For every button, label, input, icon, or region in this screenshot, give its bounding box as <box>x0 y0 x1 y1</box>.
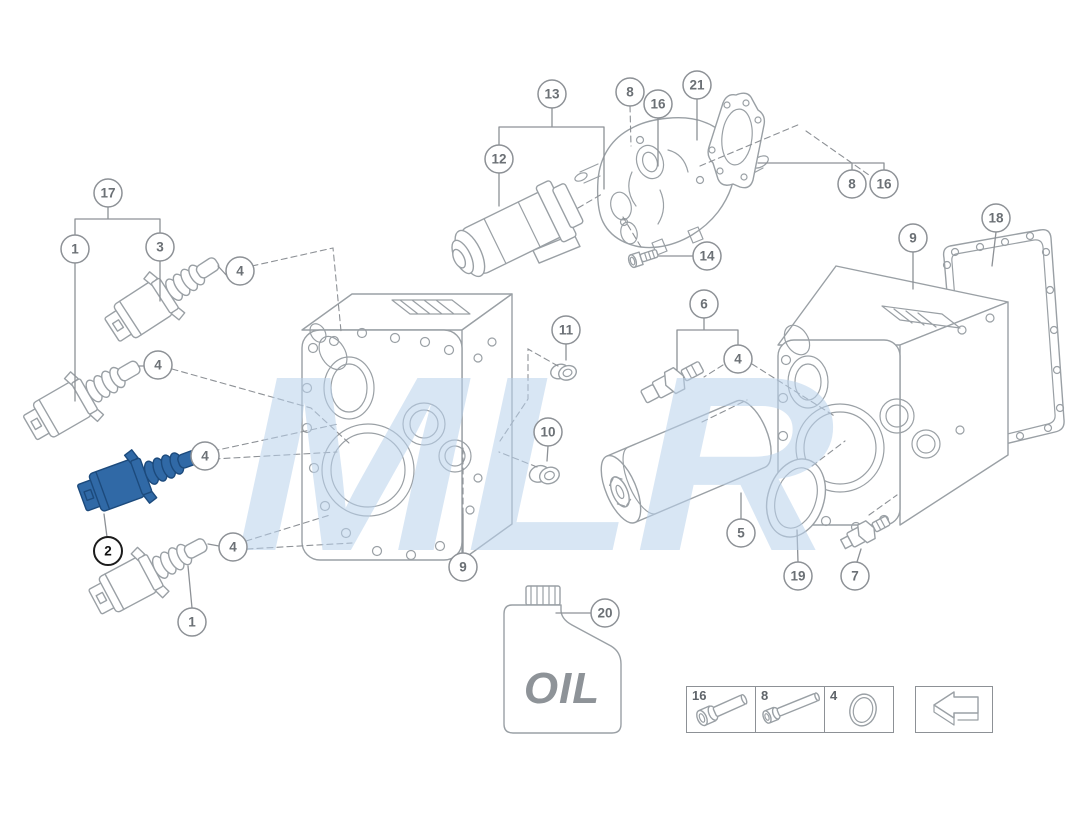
callout-2[interactable]: 2 <box>93 536 123 566</box>
legend-cell-4: 4 <box>825 687 893 732</box>
callout-14[interactable]: 14 <box>692 241 722 271</box>
part-motor-12[interactable] <box>441 175 593 299</box>
callout-label: 1 <box>71 242 79 257</box>
callout-3[interactable]: 3 <box>145 232 175 262</box>
callout-label: 16 <box>650 97 666 112</box>
fastener-legend: 16 8 4 <box>686 686 894 733</box>
callout-label: 4 <box>229 540 237 555</box>
legend-cell-arrow <box>916 687 992 732</box>
callout-4[interactable]: 4 <box>190 441 220 471</box>
callout-5[interactable]: 5 <box>726 518 756 548</box>
part-sensor-2-highlighted[interactable] <box>71 427 210 526</box>
callout-label: 17 <box>100 186 115 201</box>
callout-1[interactable]: 1 <box>177 607 207 637</box>
part-filter-5[interactable] <box>593 395 779 528</box>
callout-label: 4 <box>734 352 742 367</box>
callout-4[interactable]: 4 <box>723 344 753 374</box>
part-housing-center[interactable] <box>301 293 513 561</box>
callout-6[interactable]: 6 <box>689 289 719 319</box>
callout-label: 3 <box>156 240 164 255</box>
callout-4[interactable]: 4 <box>218 532 248 562</box>
part-pump-gasket[interactable] <box>707 92 766 189</box>
callout-label: 12 <box>491 152 506 167</box>
callout-9[interactable]: 9 <box>898 223 928 253</box>
callout-label: 1 <box>188 615 196 630</box>
callout-4[interactable]: 4 <box>225 256 255 286</box>
callout-label: 4 <box>154 358 162 373</box>
legend-label-4: 4 <box>830 688 838 703</box>
part-oil-jug[interactable]: OIL <box>503 585 622 734</box>
callout-11[interactable]: 11 <box>551 315 581 345</box>
callout-13[interactable]: 13 <box>537 79 567 109</box>
callout-label: 14 <box>699 249 715 264</box>
callout-19[interactable]: 19 <box>783 561 813 591</box>
direction-legend <box>915 686 993 733</box>
callout-label: 6 <box>700 297 708 312</box>
socket-bolt-short-icon <box>696 693 748 726</box>
callout-17[interactable]: 17 <box>93 178 123 208</box>
callout-label: 21 <box>689 78 705 93</box>
callout-16[interactable]: 16 <box>643 89 673 119</box>
callout-label: 20 <box>597 606 612 621</box>
callout-label: 13 <box>544 87 560 102</box>
part-switch-6[interactable] <box>638 356 707 408</box>
legend-cell-16: 16 <box>687 687 756 732</box>
callout-label: 11 <box>559 323 574 338</box>
callout-label: 10 <box>540 425 555 440</box>
callout-label: 18 <box>988 211 1004 226</box>
part-switch-7[interactable] <box>838 511 892 553</box>
socket-bolt-long-icon <box>762 691 821 724</box>
callout-9[interactable]: 9 <box>448 552 478 582</box>
callout-label: 9 <box>459 560 467 575</box>
callout-leader-lines <box>74 98 997 614</box>
oil-jug-label: OIL <box>524 664 600 713</box>
callout-20[interactable]: 20 <box>590 598 620 628</box>
callout-16[interactable]: 16 <box>869 169 899 199</box>
callout-7[interactable]: 7 <box>840 561 870 591</box>
callout-10[interactable]: 10 <box>533 417 563 447</box>
legend-label-8: 8 <box>761 688 769 703</box>
part-plug-11[interactable] <box>549 359 579 384</box>
callout-4[interactable]: 4 <box>143 350 173 380</box>
callout-8[interactable]: 8 <box>837 169 867 199</box>
callout-label: 9 <box>909 231 917 246</box>
part-sensor-1-upper[interactable] <box>15 340 153 453</box>
callout-12[interactable]: 12 <box>484 144 514 174</box>
part-bolt-14[interactable] <box>627 247 659 269</box>
callout-21[interactable]: 21 <box>682 70 712 100</box>
legend-label-16: 16 <box>692 688 707 703</box>
callout-8[interactable]: 8 <box>615 77 645 107</box>
turn-arrow-icon <box>933 690 979 726</box>
assembly-dashed-lines <box>171 105 898 550</box>
callout-label: 5 <box>737 526 745 541</box>
o-ring-icon <box>849 692 877 727</box>
callout-label: 2 <box>104 544 112 559</box>
callout-label: 19 <box>790 569 805 584</box>
legend-cell-8: 8 <box>756 687 825 732</box>
part-oring-19[interactable] <box>757 451 835 544</box>
callout-label: 7 <box>851 569 859 584</box>
callout-label: 8 <box>626 85 634 100</box>
callout-18[interactable]: 18 <box>981 203 1011 233</box>
callout-label: 16 <box>876 177 892 192</box>
callout-label: 4 <box>236 264 244 279</box>
callout-label: 4 <box>201 449 209 464</box>
callout-label: 8 <box>848 177 856 192</box>
callout-1[interactable]: 1 <box>60 234 90 264</box>
